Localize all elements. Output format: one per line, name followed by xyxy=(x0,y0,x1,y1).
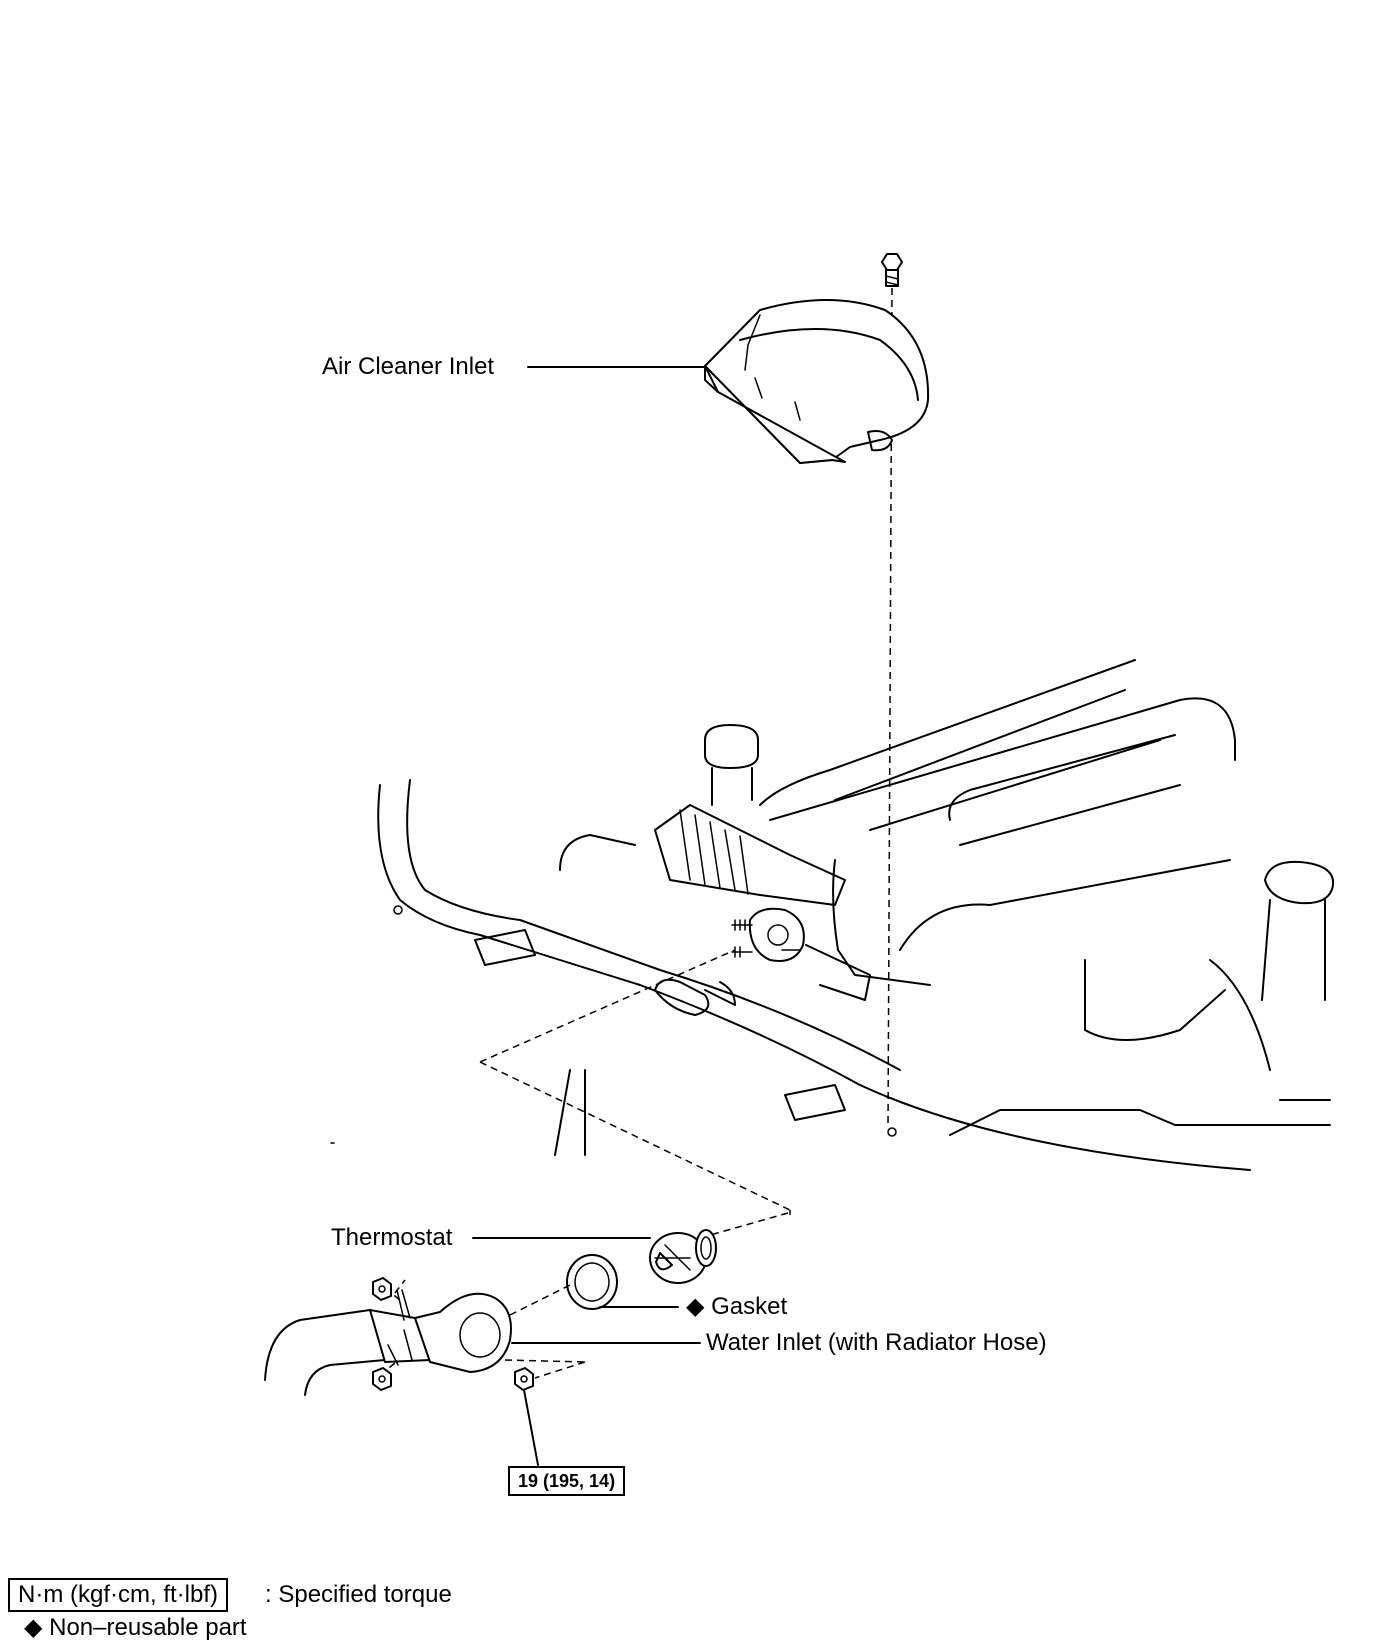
legend-torque-desc: : Specified torque xyxy=(265,1581,452,1608)
torque-spec-water-inlet: 19 (195, 14) xyxy=(508,1466,626,1496)
label-water-inlet: Water Inlet (with Radiator Hose) xyxy=(706,1329,1047,1356)
bolt-alignment-line xyxy=(887,287,893,1129)
water-inlet-part xyxy=(264,1289,512,1396)
gasket-part xyxy=(566,1254,618,1310)
water-inlet-alignment xyxy=(379,1279,586,1379)
legend-non-reusable: ◆ Non–reusable part xyxy=(24,1614,247,1641)
water-inlet-nuts xyxy=(372,1277,534,1391)
torque-leader xyxy=(523,1389,539,1466)
engine-compartment xyxy=(377,659,1335,1171)
label-air-cleaner-inlet: Air Cleaner Inlet xyxy=(322,353,495,380)
thermostat-part xyxy=(649,1229,717,1284)
air-cleaner-bolt xyxy=(881,253,903,287)
label-gasket-text: Gasket xyxy=(711,1293,788,1320)
thermostat-alignment-lines xyxy=(479,949,791,1246)
label-thermostat: Thermostat xyxy=(331,1224,453,1251)
label-gasket: ◆ Gasket xyxy=(686,1295,787,1319)
non-reusable-marker: ◆ xyxy=(686,1293,705,1320)
air-cleaner-inlet-part xyxy=(704,299,930,464)
legend-torque-unit: N·m (kgf·cm, ft·lbf) xyxy=(8,1578,228,1613)
